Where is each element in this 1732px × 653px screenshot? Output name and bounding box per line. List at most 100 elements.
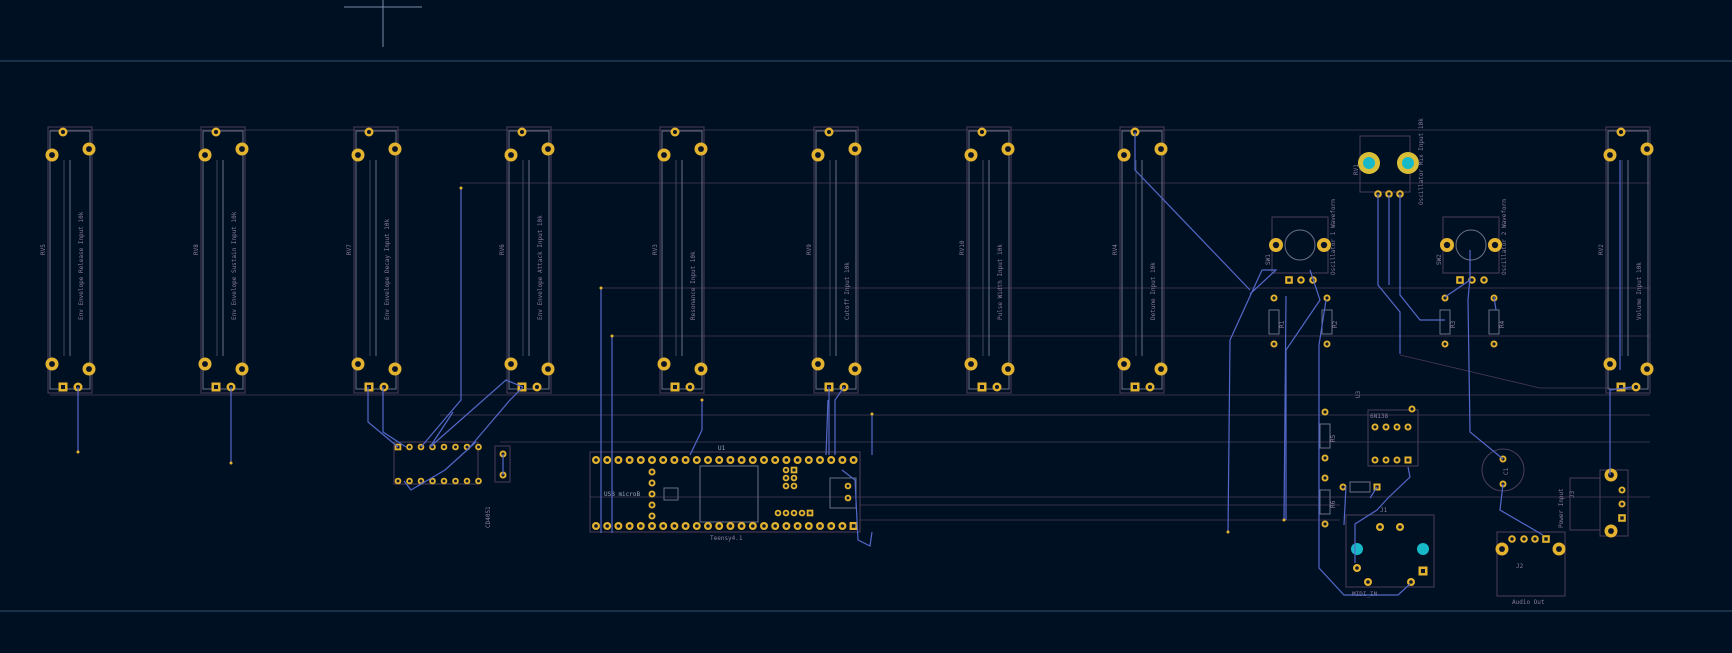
pad-hole: [1544, 537, 1548, 541]
pad-hole: [672, 458, 677, 462]
pad-hole: [784, 458, 789, 462]
resistor-ref: R3: [1450, 320, 1457, 328]
via: [599, 286, 603, 290]
pad-hole: [739, 524, 744, 528]
resistor-body: [1319, 489, 1331, 515]
pad-hole: [808, 511, 812, 515]
mix-mount-l-via: [1363, 157, 1375, 169]
pad-hole: [1323, 476, 1327, 480]
via: [870, 412, 874, 416]
pad-hole: [355, 152, 361, 158]
pad-hole: [545, 146, 551, 152]
opto-ref: U3: [1355, 390, 1362, 398]
trace: [1249, 269, 1278, 295]
copper-traces: [76, 132, 1633, 596]
pad-hole: [846, 484, 850, 488]
pad-hole: [508, 152, 514, 158]
pad-hole: [1607, 361, 1613, 367]
pad-hole: [431, 445, 434, 449]
pad-hole: [1633, 384, 1639, 390]
pad-hole: [762, 524, 766, 528]
pad-hole: [408, 479, 411, 483]
trace: [834, 386, 845, 455]
resistor-body: [1319, 423, 1331, 449]
slider-outline: [47, 126, 93, 394]
pad-hole: [639, 458, 643, 462]
pad-hole: [979, 129, 985, 135]
pad-hole: [465, 445, 469, 449]
pad-hole: [1420, 568, 1426, 574]
pad-hole: [776, 511, 780, 515]
pad-hole: [1607, 152, 1613, 158]
teensy-button: [663, 487, 679, 501]
pad-hole: [396, 479, 400, 483]
trace: [429, 379, 524, 448]
resistor-r1: R1: [1268, 294, 1286, 348]
pad-hole: [1608, 528, 1614, 534]
trace: [429, 411, 454, 448]
trace: [1399, 194, 1445, 321]
pad-hole: [1272, 342, 1276, 346]
via: [1226, 530, 1230, 534]
opto-outline: [1367, 409, 1419, 467]
pad-hole: [1299, 278, 1303, 282]
pad-hole: [1608, 472, 1614, 478]
pad-hole: [454, 479, 457, 483]
pad-hole: [1005, 146, 1011, 152]
slider-outline: [506, 126, 552, 394]
pad-hole: [829, 524, 833, 528]
pad-hole: [751, 458, 755, 462]
slider-body: [355, 130, 397, 390]
trace: [1354, 466, 1411, 563]
pad-hole: [968, 152, 974, 158]
pad-hole: [1121, 361, 1127, 367]
pad-hole: [454, 445, 457, 449]
osc2-knob: [1455, 229, 1487, 261]
pad-hole: [695, 524, 699, 528]
resistor-ref: R1: [1279, 320, 1286, 328]
mix-mount-r-via: [1402, 157, 1414, 169]
slider-body: [1121, 130, 1163, 390]
pad-hole: [1406, 425, 1410, 429]
pad-hole: [717, 458, 721, 462]
pad-hole: [1272, 296, 1276, 300]
pad-hole: [1443, 342, 1447, 346]
pad-hole: [698, 366, 704, 372]
pad-hole: [968, 361, 974, 367]
pad-hole: [739, 458, 744, 462]
pad-hole: [202, 152, 208, 158]
pad-hole: [534, 384, 540, 390]
pad-hole: [1158, 366, 1164, 372]
pad-hole: [852, 366, 858, 372]
pad-hole: [728, 524, 733, 528]
slider-value: Pulse Width Input 10k: [997, 244, 1004, 320]
slider-ref: RV2: [1598, 244, 1605, 255]
power-body: [1569, 477, 1601, 531]
pad-hole: [213, 129, 219, 135]
slider-outline: [1119, 126, 1165, 394]
pad-hole: [1323, 522, 1327, 526]
pad-hole: [773, 524, 777, 528]
slider-ref: RV8: [193, 244, 200, 255]
pad-hole: [815, 152, 821, 158]
pad-hole: [706, 458, 710, 462]
pad-hole: [616, 524, 621, 528]
pad-hole: [683, 524, 688, 528]
pad-hole: [1492, 342, 1496, 346]
trace: [1493, 296, 1497, 311]
pad-hole: [672, 129, 678, 135]
pad-hole: [508, 361, 514, 367]
pad-hole: [661, 152, 667, 158]
pad-hole: [695, 458, 699, 462]
slider-outline: [813, 126, 859, 394]
